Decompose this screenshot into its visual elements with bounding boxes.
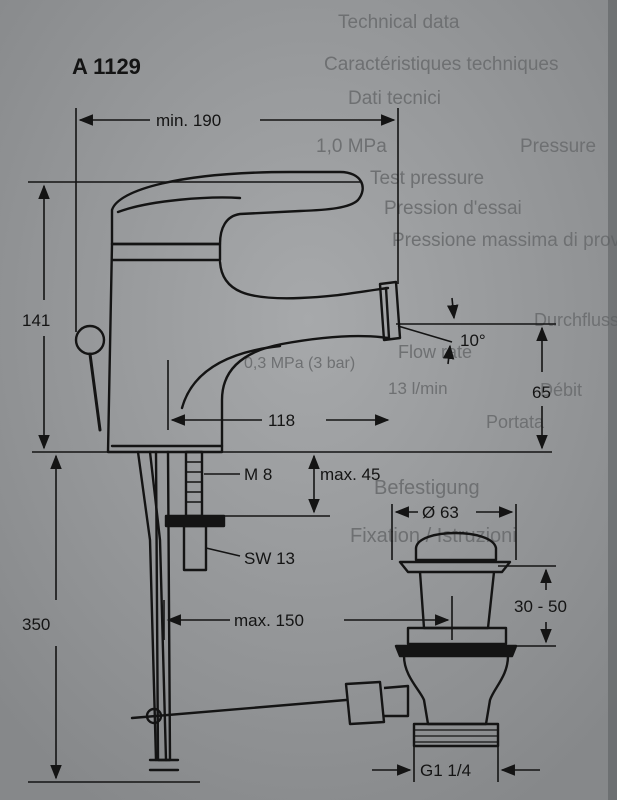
drain-flange [398, 560, 512, 574]
bg-text-11: Débit [540, 380, 582, 400]
pop-up-rod [136, 450, 168, 762]
fixing-nut-plate [164, 514, 226, 528]
body-curve [180, 344, 282, 410]
label-thread-max: max. 45 [320, 465, 380, 484]
label-drain-distance: max. 150 [234, 611, 304, 630]
label-width-min: min. 190 [156, 111, 221, 130]
spout-nozzle [378, 280, 402, 342]
nozzle-ring [384, 286, 391, 340]
page-edge-shadow [608, 0, 617, 800]
bg-text-2: Dati tecnici [348, 88, 441, 109]
drain-drawing [344, 531, 518, 748]
drain-tailpiece [412, 722, 500, 748]
label-spout-height: 65 [532, 383, 551, 402]
bg-text-1: Caractéristiques techniques [324, 54, 558, 75]
drain-lock-nut [406, 626, 508, 646]
pop-up-rod-upper [88, 352, 102, 432]
bg-text-7: Pressione massima di prova [392, 230, 617, 251]
bg-text-0: Technical data [338, 12, 460, 33]
label-drain-thread: G1 1/4 [420, 761, 471, 780]
label-below-deck: 350 [22, 615, 50, 634]
leader-sw13 [205, 547, 241, 557]
angle-arrow-bottom [442, 344, 455, 365]
bg-text-12: 13 l/min [388, 379, 448, 398]
label-angle: 10° [460, 331, 486, 350]
bg-text-3: Pressure [520, 136, 596, 157]
hose-end [148, 758, 180, 772]
faucet-body-outline [106, 242, 390, 454]
bg-text-13: Portata [486, 412, 545, 432]
dimension-lines [28, 108, 556, 783]
bg-text-5: Test pressure [370, 168, 484, 189]
drain-plug-cap [414, 531, 498, 562]
linkage-clamp [145, 707, 163, 725]
linkage-rod [130, 698, 348, 720]
bg-text-10: 0,3 MPa (3 bar) [244, 355, 355, 372]
spout-upper [218, 260, 390, 300]
thread-lines [185, 461, 203, 503]
angle-arrow-top [446, 297, 459, 320]
model-title: A 1129 [72, 54, 141, 79]
label-thread: M 8 [244, 465, 272, 484]
label-height-total: 141 [22, 311, 50, 330]
angle-ray [397, 325, 453, 343]
drain-linkage-nut [344, 680, 386, 726]
tailpiece-thread [414, 729, 498, 743]
bg-text-6: Pression d'essai [384, 198, 522, 219]
label-drain-diameter: Ø 63 [422, 503, 459, 522]
lever-collar [110, 242, 222, 262]
label-drain-range: 30 - 50 [514, 597, 567, 616]
bg-text-8: Durchfluss [534, 310, 617, 330]
bg-text-4: 1,0 MPa [316, 136, 387, 157]
lever-highlight [116, 196, 242, 214]
label-spout-reach: 118 [268, 411, 295, 430]
drain-washer [394, 644, 518, 658]
drain-linkage-arm [383, 684, 410, 718]
dimension-labels: A 1129 min. 190 141 118 10° 65 M 8 max. … [22, 54, 567, 780]
faucet-drawing [74, 170, 402, 772]
bg-text-14: Befestigung [374, 477, 480, 499]
label-wrench: SW 13 [244, 549, 295, 568]
